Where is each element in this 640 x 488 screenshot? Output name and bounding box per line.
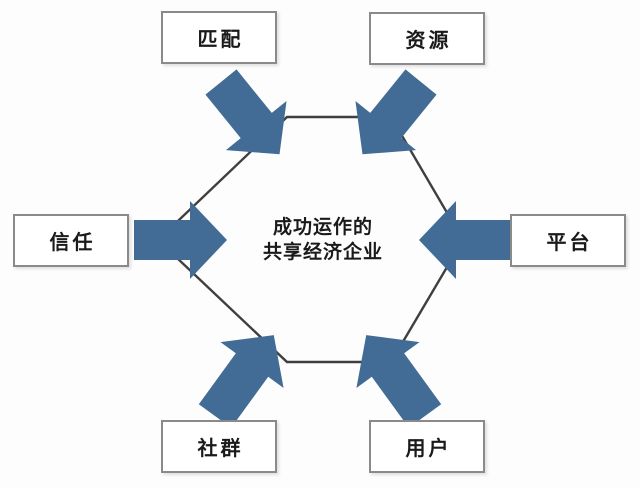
center-text-line1: 成功运作的 — [272, 217, 373, 238]
node-label-resources: 资源 — [405, 30, 452, 52]
arrow-from-users — [356, 335, 442, 428]
arrow-from-community — [198, 335, 284, 428]
node-label-platform: 平台 — [546, 232, 593, 254]
node-label-users: 用户 — [405, 438, 452, 460]
node-label-match: 匹配 — [197, 29, 244, 51]
node-box-match: 匹配 — [161, 11, 277, 64]
arrow-from-resources — [355, 69, 437, 155]
arrow-from-platform — [419, 201, 512, 279]
arrow-from-trust — [134, 201, 227, 279]
arrow-from-match — [205, 69, 287, 155]
node-label-community: 社群 — [197, 438, 244, 460]
node-box-users: 用户 — [369, 420, 485, 473]
node-box-platform: 平台 — [510, 214, 626, 267]
node-box-community: 社群 — [161, 420, 277, 473]
node-box-trust: 信任 — [13, 214, 129, 267]
center-text-line2: 共享经济企业 — [262, 242, 383, 263]
node-label-trust: 信任 — [49, 232, 96, 254]
node-box-resources: 资源 — [369, 12, 485, 65]
center-text: 成功运作的 共享经济企业 — [243, 215, 403, 265]
